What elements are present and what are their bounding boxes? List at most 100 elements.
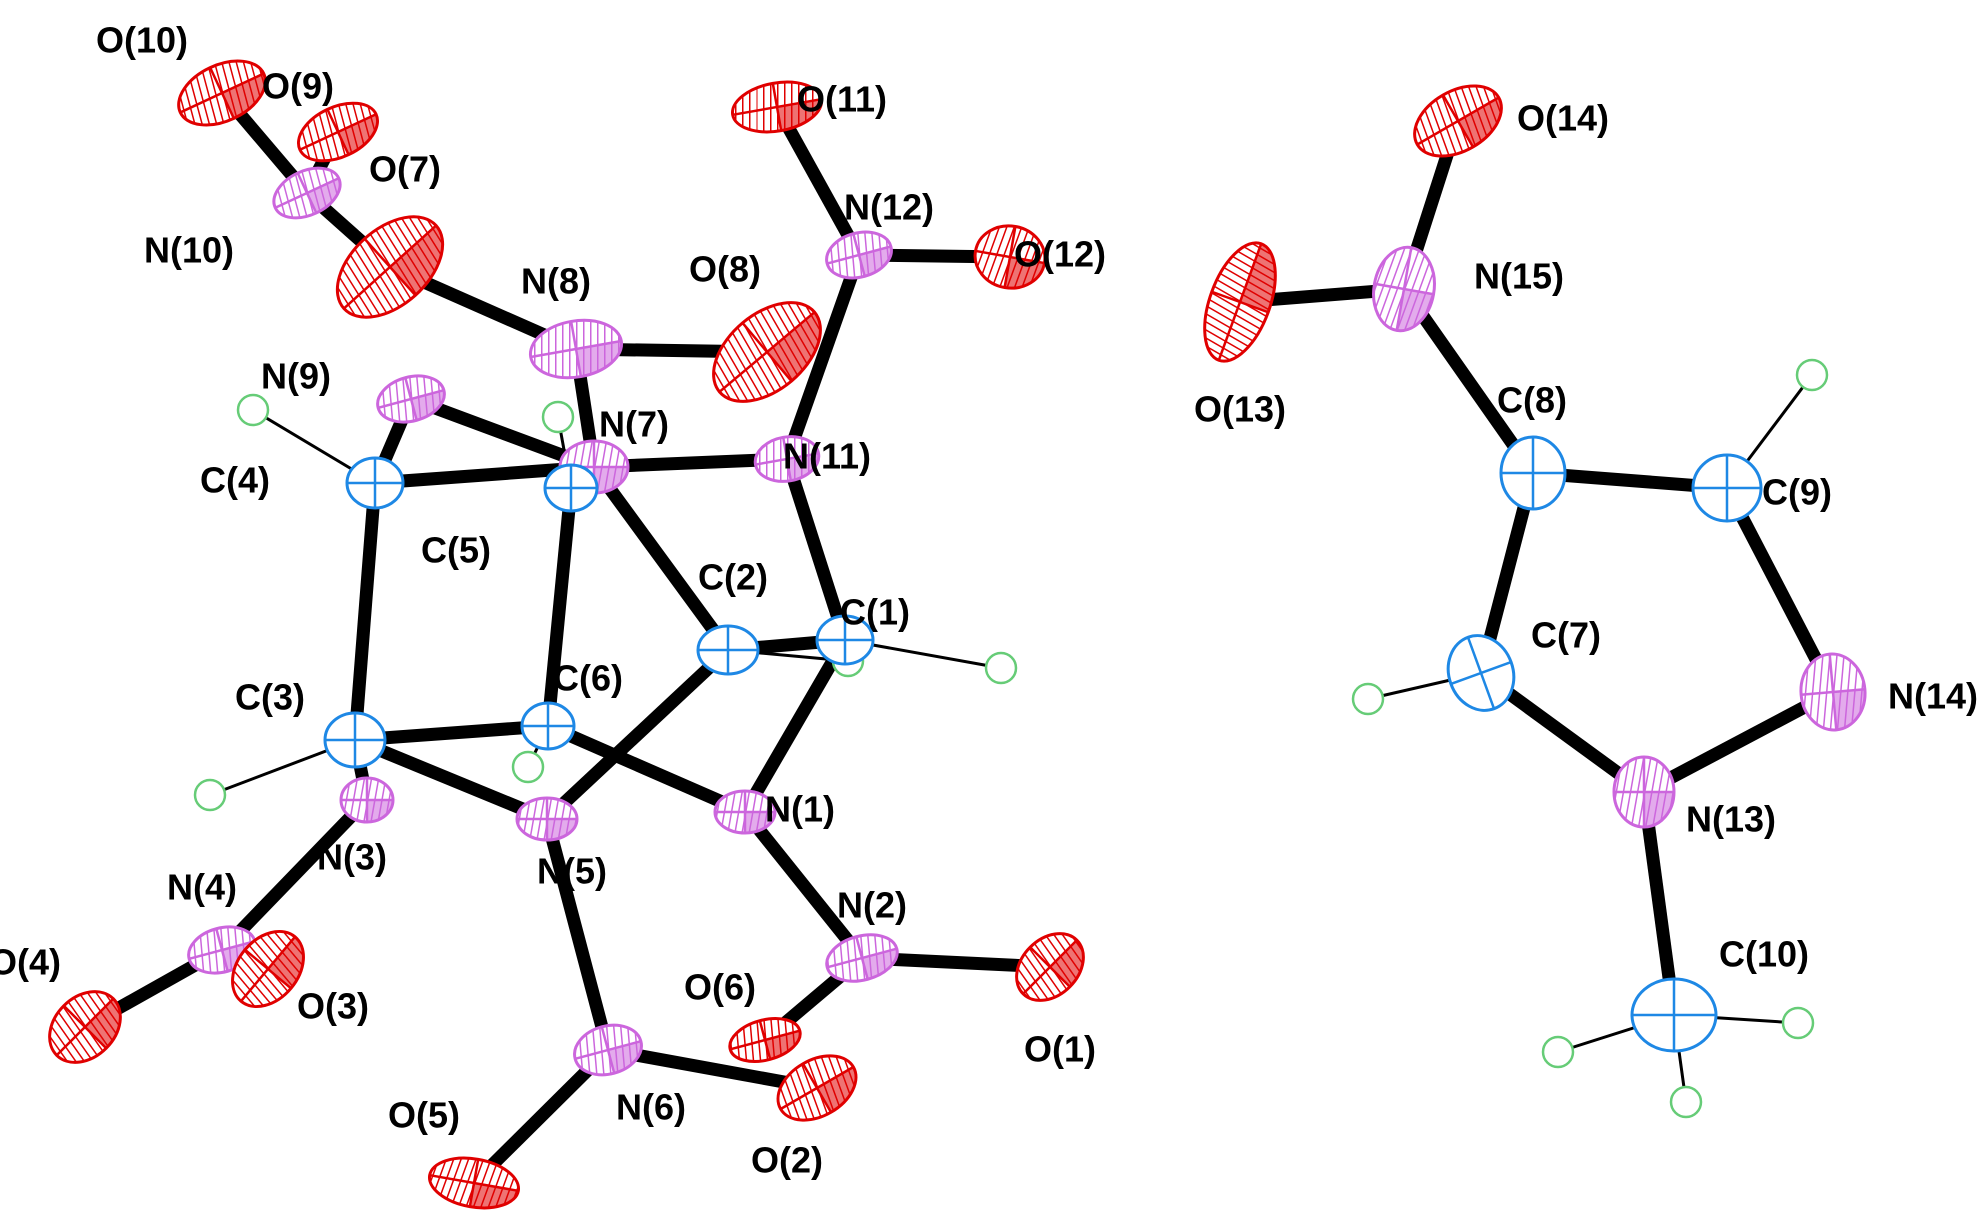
atom-n9 [376, 374, 446, 424]
atom-label-n13: N(13) [1686, 799, 1776, 840]
atom-label-o13: O(13) [1194, 389, 1286, 430]
atom-label-o5: O(5) [388, 1095, 460, 1136]
atom-o1 [1015, 932, 1085, 1002]
atom-label-o2: O(2) [751, 1140, 823, 1181]
atom-c9 [1691, 453, 1763, 523]
bond-c3-c6 [354, 719, 549, 747]
atom-label-n11: N(11) [783, 436, 871, 477]
atom-c2 [696, 624, 760, 676]
bond-n11-c1 [780, 457, 852, 642]
atom-n6 [573, 1023, 643, 1077]
hydrogen-atom [1541, 1035, 1575, 1069]
atom-label-c1: C(1) [840, 592, 910, 633]
bond-c2-n5 [542, 645, 733, 824]
atom-label-n10: N(10) [144, 230, 234, 271]
atom-label-o1: O(1) [1024, 1029, 1096, 1070]
atom-label-c5: C(5) [421, 530, 491, 571]
bond-c5-c6 [541, 487, 578, 727]
atom-label-c10: C(10) [1719, 934, 1809, 975]
atom-o9 [296, 101, 380, 163]
atom-label-o7: O(7) [369, 149, 441, 190]
atom-label-c9: C(9) [1762, 472, 1832, 513]
hydrogen-atom [1781, 1006, 1815, 1040]
atom-n3 [339, 776, 395, 824]
bond-c1-n1 [739, 636, 851, 816]
atom-o6 [728, 1017, 802, 1063]
atom-o12 [973, 224, 1047, 290]
atom-n15 [1372, 245, 1436, 333]
atom-o14 [1413, 84, 1503, 158]
atom-label-o8: O(8) [689, 249, 761, 290]
atom-c8 [1499, 435, 1567, 511]
atom-label-n6: N(6) [616, 1087, 686, 1128]
atom-n5 [515, 796, 579, 842]
atom-n12 [825, 230, 893, 280]
bond-c6-n1 [545, 720, 748, 818]
hydrogen-atom [1795, 358, 1829, 392]
atom-n14 [1799, 652, 1867, 732]
hydrogen-atom [193, 778, 227, 812]
atom-label-c8: C(8) [1497, 380, 1567, 421]
atom-label-n1: N(1) [765, 789, 835, 830]
atom-o8 [712, 301, 822, 403]
atom-label-o3: O(3) [297, 986, 369, 1027]
atom-c6 [520, 701, 576, 751]
bond-c4-c3 [348, 482, 382, 741]
atom-label-n14: N(14) [1888, 676, 1978, 717]
atom-o11 [730, 80, 824, 134]
hydrogen-atom [236, 393, 270, 427]
bond-n14-n13 [1640, 686, 1837, 798]
atom-o3 [231, 929, 305, 1009]
atom-c10 [1630, 977, 1718, 1053]
atom-o5 [427, 1156, 521, 1210]
hydrogen-atom [1669, 1085, 1703, 1119]
atom-label-n2: N(2) [837, 885, 907, 926]
atom-label-n9: N(9) [261, 356, 331, 397]
atom-label-o11: O(11) [797, 79, 887, 120]
atom-n1 [713, 789, 777, 835]
hydrogen-atom [511, 750, 545, 784]
atom-label-o12: O(12) [1014, 234, 1106, 275]
atom-c3 [323, 711, 387, 769]
atom-label-o6: O(6) [684, 967, 756, 1008]
atom-c7 [1446, 634, 1516, 712]
hydrogen-atom [1351, 682, 1385, 716]
atom-label-c6: C(6) [553, 658, 623, 699]
atom-label-n4: N(4) [167, 867, 237, 908]
atom-label-n5: N(5) [537, 851, 607, 892]
atom-n11 [753, 435, 821, 483]
bond-n12-n11 [780, 252, 866, 462]
atom-label-n12: N(12) [844, 187, 934, 228]
atom-label-n8: N(8) [521, 261, 591, 302]
atom-n2 [825, 933, 899, 983]
atom-n10 [272, 166, 342, 220]
atom-o13 [1203, 241, 1277, 363]
atom-c4 [345, 456, 405, 510]
bond-o11-n12 [771, 103, 865, 259]
atom-label-c2: C(2) [698, 557, 768, 598]
atom-label-n3: N(3) [317, 837, 387, 878]
atoms-layer [48, 59, 1867, 1210]
atom-label-n15: N(15) [1474, 256, 1564, 297]
atom-n8 [528, 318, 624, 380]
bond-c3-n5 [352, 733, 550, 826]
hydrogen-atom [984, 651, 1018, 685]
atom-label-o14: O(14) [1517, 98, 1609, 139]
atom-o4 [48, 990, 122, 1064]
bond-n5-n6 [540, 817, 615, 1052]
bond-n3-n4 [217, 795, 372, 955]
atom-o10 [177, 59, 267, 127]
atom-label-o9: O(9) [262, 66, 334, 107]
atom-label-c3: C(3) [235, 677, 305, 718]
atom-o7 [335, 215, 445, 319]
atom-label-c4: C(4) [200, 460, 270, 501]
bond-n15-c8 [1398, 285, 1539, 477]
atom-n13 [1612, 755, 1676, 829]
atom-c1 [815, 614, 875, 666]
atom-label-o10: O(10) [96, 20, 188, 61]
hydrogen-atom [541, 400, 575, 434]
bond-n7-c2 [588, 463, 734, 654]
atom-label-o4: O(4) [0, 942, 61, 983]
atom-label-c7: C(7) [1531, 615, 1601, 656]
